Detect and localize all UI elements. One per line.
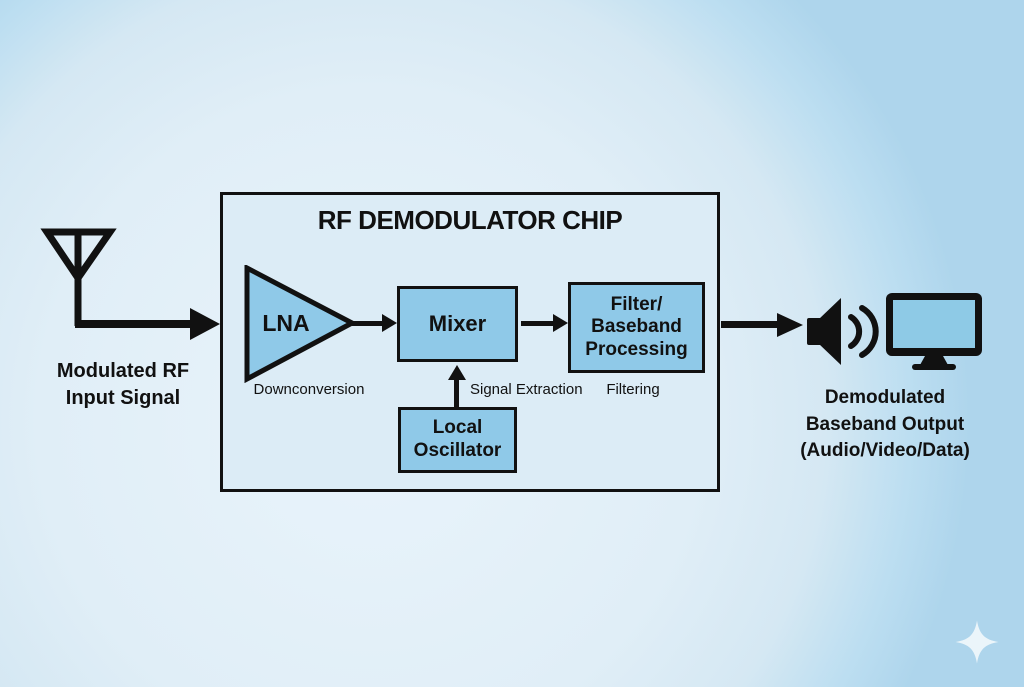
output-arrowhead <box>777 313 803 337</box>
lo-label-line1: Local <box>432 417 483 439</box>
monitor-icon <box>886 293 982 370</box>
mixer-block: Mixer <box>397 286 518 362</box>
output-signal-label: Demodulated Baseband Output (Audio/Video… <box>772 385 998 465</box>
filter-label-line1: Filter/ <box>610 293 663 315</box>
lo-label-line2: Oscillator <box>413 440 502 461</box>
input-label-line2: Input Signal <box>65 387 181 409</box>
local-oscillator-block: Local Oscillator <box>398 407 517 473</box>
chip-title: RF DEMODULATOR CHIP <box>317 205 623 235</box>
input-arrowhead <box>190 308 220 340</box>
antenna-icon <box>40 228 220 340</box>
downconversion-label: Downconversion <box>253 381 365 398</box>
filter-baseband-block: Filter/ Baseband Processing <box>568 282 705 373</box>
filter-label-line2: Baseband <box>591 316 682 338</box>
output-label-line2: Baseband Output <box>805 413 965 435</box>
filter-label-line3: Processing <box>585 338 688 360</box>
arrow-mixer-to-filter-head <box>553 314 568 332</box>
speaker-icon <box>807 298 879 365</box>
arrow-lo-to-mixer <box>454 378 459 408</box>
lna-amplifier-shape <box>244 265 356 383</box>
output-label-line3: (Audio/Video/Data) <box>800 440 970 462</box>
arrow-lo-to-mixer-head <box>448 365 466 380</box>
arrow-lna-to-mixer <box>352 321 385 326</box>
mixer-label: Mixer <box>428 311 487 336</box>
arrow-lna-to-mixer-head <box>382 314 397 332</box>
input-signal-label: Modulated RF Input Signal <box>18 358 228 412</box>
output-arrow <box>721 321 781 328</box>
input-label-line1: Modulated RF <box>56 360 190 382</box>
output-label-line1: Demodulated <box>824 387 946 408</box>
arrow-mixer-to-filter <box>521 321 555 326</box>
signal-extraction-label: Signal Extraction <box>470 381 583 398</box>
filtering-label: Filtering <box>606 381 660 398</box>
sparkle-icon <box>955 620 999 664</box>
lna-label: LNA <box>262 310 310 336</box>
